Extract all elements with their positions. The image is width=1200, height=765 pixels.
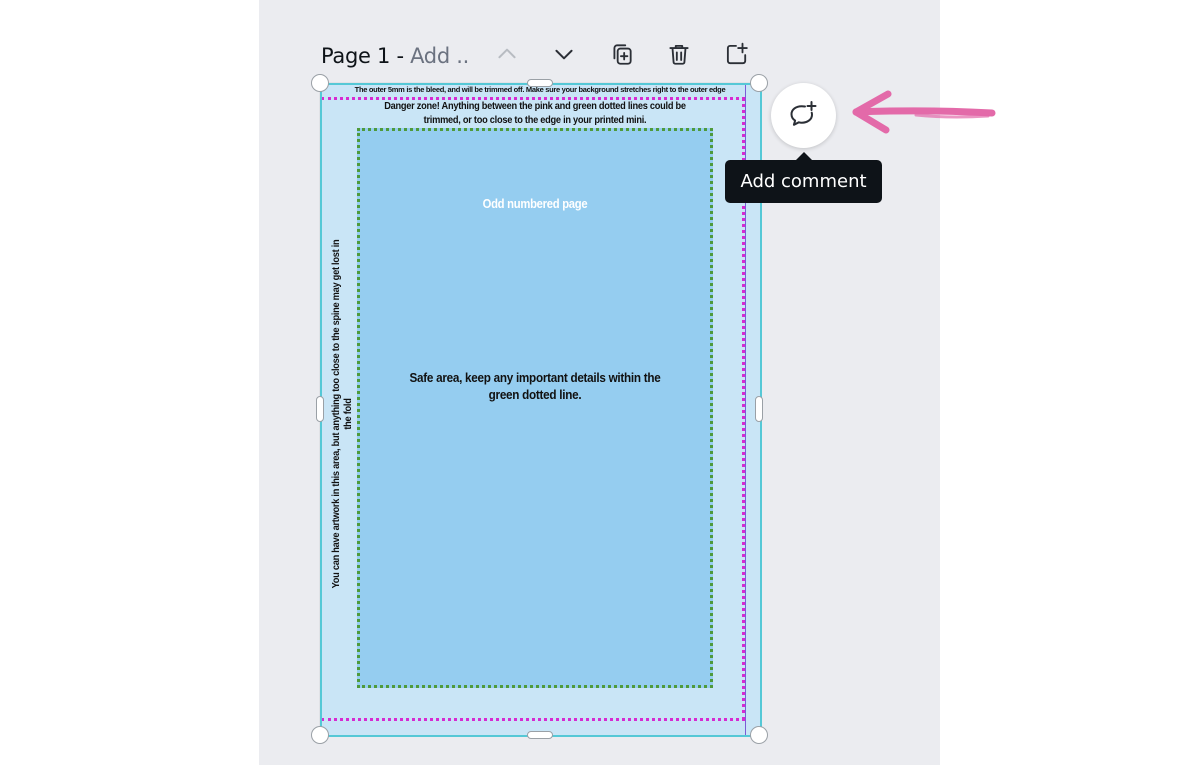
page-header: Page 1 - Add .. (321, 38, 469, 74)
page-number-label: Page 1 - (321, 44, 411, 68)
resize-handle-top[interactable] (527, 79, 553, 87)
add-page-button[interactable] (718, 36, 754, 72)
safe-area (357, 128, 713, 688)
move-page-down-button[interactable] (546, 36, 582, 72)
tooltip-arrow (796, 152, 812, 160)
resize-handle-bottom-left[interactable] (311, 726, 329, 744)
resize-handle-top-left[interactable] (311, 74, 329, 92)
page-title[interactable]: Page 1 - Add .. (321, 44, 469, 68)
resize-handle-left[interactable] (316, 396, 324, 422)
add-comment-button[interactable] (771, 83, 836, 148)
trash-icon (669, 44, 689, 65)
resize-handle-top-right[interactable] (750, 74, 768, 92)
spine-note[interactable]: You can have artwork in this area, but a… (330, 239, 354, 589)
safe-area-note[interactable]: Safe area, keep any important details wi… (409, 370, 661, 402)
duplicate-page-icon (613, 44, 632, 65)
move-page-up-button[interactable] (489, 36, 525, 72)
resize-handle-right[interactable] (755, 396, 763, 422)
add-comment-icon (790, 100, 816, 126)
resize-handle-bottom-right[interactable] (750, 726, 768, 744)
pointer-arrow-annotation (852, 90, 996, 134)
delete-page-button[interactable] (661, 36, 697, 72)
odd-page-label[interactable]: Odd numbered page (482, 197, 588, 211)
add-comment-tooltip: Add comment (725, 160, 882, 203)
danger-zone-note[interactable]: Danger zone! Anything between the pink a… (384, 100, 686, 126)
chevron-up-icon (498, 48, 516, 59)
page-title-input[interactable]: Add .. (410, 44, 469, 68)
add-page-icon (726, 42, 748, 65)
bleed-note[interactable]: The outer 5mm is the bleed, and will be … (354, 85, 726, 94)
resize-handle-bottom[interactable] (527, 731, 553, 739)
duplicate-page-button[interactable] (604, 36, 640, 72)
chevron-down-icon (555, 49, 573, 60)
